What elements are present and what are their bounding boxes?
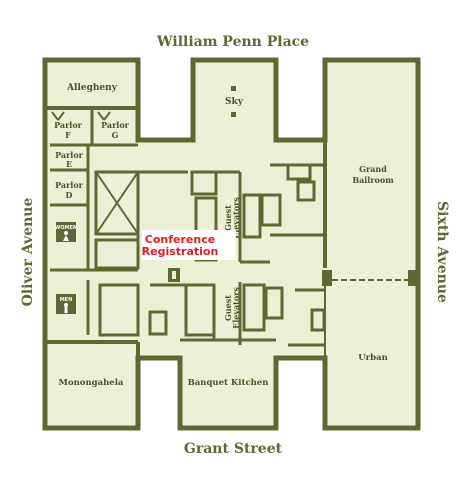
room-label-sky: Sky — [225, 97, 244, 107]
room-label-banquet-kitchen: Banquet Kitchen — [188, 378, 269, 388]
label-guest-elevators-lower-2: Elevators — [231, 287, 241, 329]
men-figure-head — [64, 303, 68, 307]
room-label-parlor-d: Parlor — [55, 180, 84, 190]
registration-label-2: Registration — [142, 245, 219, 258]
label-men: MEN — [60, 297, 73, 303]
registration-label-1: Conference — [145, 233, 215, 246]
west-wing-walls — [45, 106, 140, 358]
center-core-walls — [94, 163, 325, 270]
street-label-north: William Penn Place — [156, 34, 309, 50]
room-label-parlor-e: Parlor — [55, 150, 84, 160]
label-guest-elevators-lower: Guest — [223, 295, 233, 321]
label-guest-elevators-upper-2: Elevators — [231, 197, 241, 239]
room-label-parlor-g: Parlor — [101, 120, 130, 130]
room-label-monongahela: Monongahela — [59, 378, 124, 388]
room-label-urban: Urban — [358, 353, 388, 363]
ballroom-walls — [322, 140, 418, 358]
street-label-east: Sixth Avenue — [434, 201, 450, 303]
street-label-west: Oliver Avenue — [20, 198, 36, 307]
street-label-south: Grant Street — [184, 441, 283, 457]
room-label-parlor-f-letter: F — [65, 130, 71, 140]
registration-box — [142, 230, 236, 260]
women-figure-body — [63, 235, 69, 241]
label-guest-elevators-upper: Guest — [223, 205, 233, 231]
room-label-parlor-d-letter: D — [66, 190, 73, 200]
room-label-parlor-e-letter: E — [66, 159, 72, 169]
room-label-grand-ballroom: Grand — [359, 164, 387, 174]
room-label-parlor-g-letter: G — [112, 130, 119, 140]
room-label-parlor-f: Parlor — [54, 120, 83, 130]
men-figure-body — [64, 307, 68, 313]
label-women: WOMEN — [55, 225, 77, 231]
room-label-allegheny: Allegheny — [66, 83, 118, 93]
room-label-grand-ballroom-2: Ballroom — [352, 175, 394, 185]
sky-marker-bottom — [231, 112, 236, 117]
women-figure-head — [64, 231, 68, 235]
phone-icon-handset — [172, 271, 176, 279]
sky-marker-top — [231, 86, 236, 91]
lower-core-walls — [98, 282, 326, 347]
